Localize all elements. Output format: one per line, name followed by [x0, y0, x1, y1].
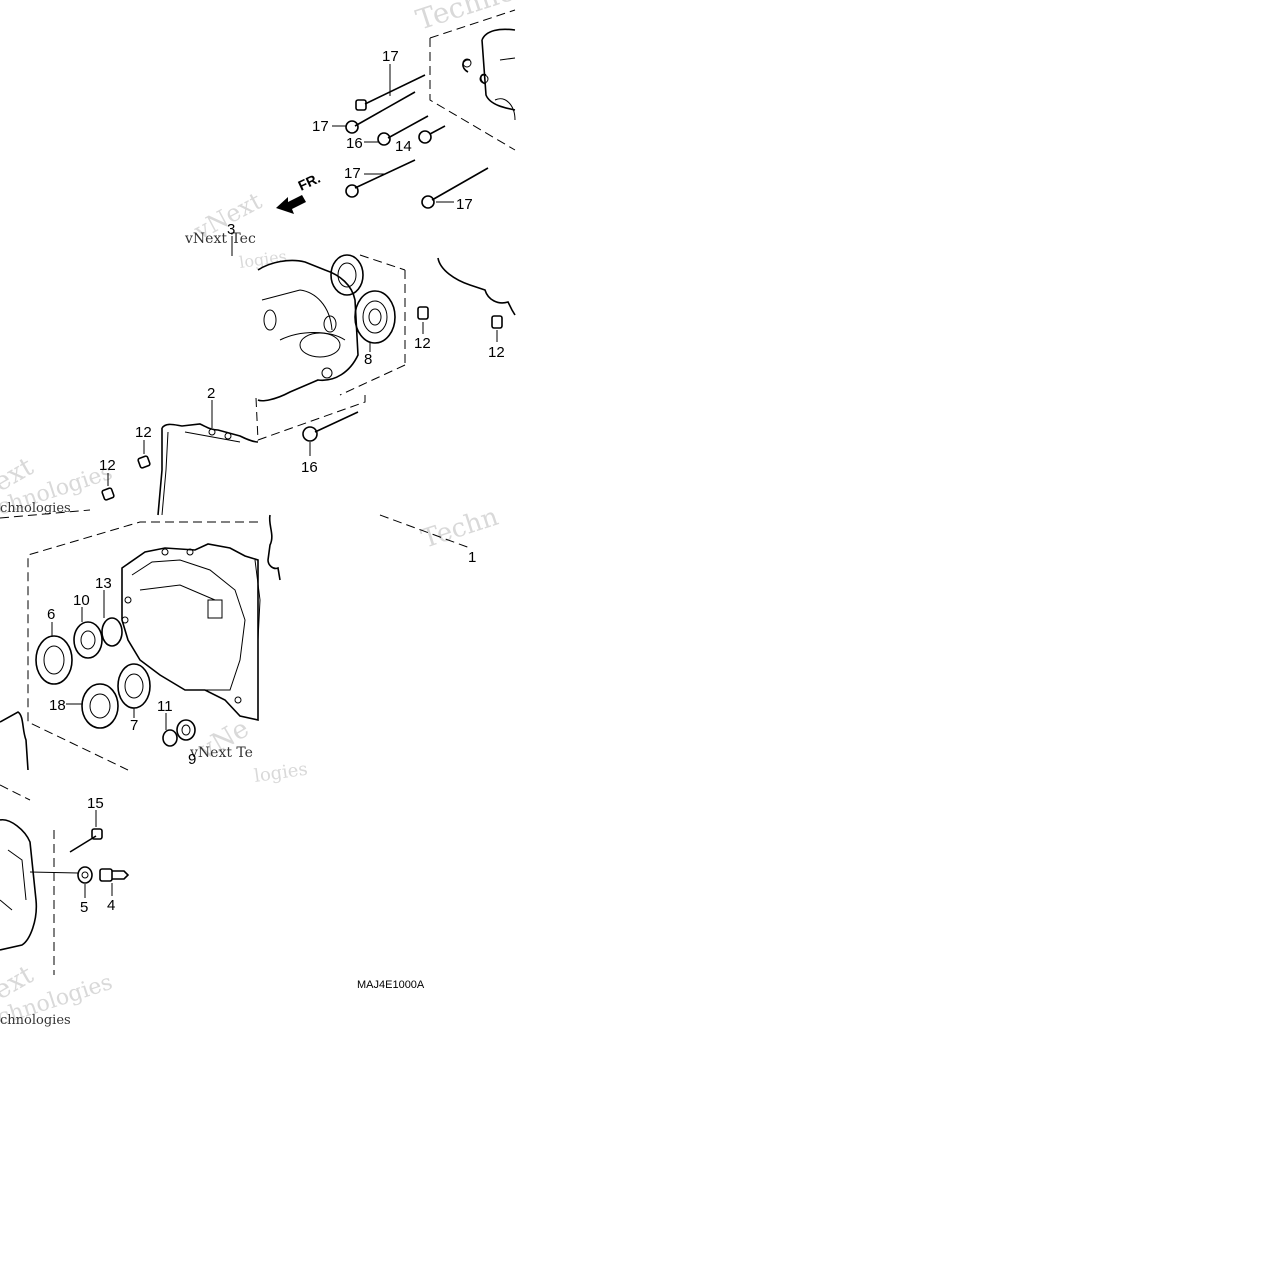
bearing-7 [117, 663, 151, 709]
sensor-4 [99, 868, 130, 882]
callout-15: 15 [87, 795, 104, 812]
bearing-8 [354, 290, 396, 344]
callout-11: 11 [157, 698, 173, 715]
callout-17-top: 17 [382, 48, 399, 65]
bearing-6 [35, 635, 73, 685]
bearing-15 [330, 254, 364, 296]
lower-case-group [0, 514, 471, 771]
gasket-2-group [0, 400, 259, 519]
bolt-17d [421, 167, 489, 209]
callout-8: 8 [364, 351, 372, 368]
watermark-text-dark-1: vNext Tec [184, 231, 256, 247]
callout-12-left-a: 12 [135, 424, 152, 441]
callout-9: 9 [188, 751, 196, 768]
bolt-17a [355, 74, 426, 111]
watermark-lower-2: logies [253, 759, 309, 787]
callout-18: 18 [49, 697, 66, 714]
callout-12-right-b: 12 [488, 344, 505, 361]
callout-16-top: 16 [346, 135, 363, 152]
bolt-17c [345, 159, 416, 198]
callout-10: 10 [73, 592, 90, 609]
figure-code: MAJ4E1000A [357, 979, 425, 991]
front-arrow-icon [276, 195, 306, 214]
watermarks: Technol vNext logies ext chnologies Tech… [0, 0, 527, 1031]
callout-17-right: 17 [456, 196, 473, 213]
bearing-10 [73, 621, 103, 659]
bolt-15 [69, 828, 103, 853]
callout-12-right-a: 12 [414, 335, 431, 352]
bearing-18 [81, 683, 119, 729]
callout-13: 13 [95, 575, 112, 592]
dowel-pin-12d [101, 487, 115, 501]
callout-5: 5 [80, 899, 88, 916]
dowel-pin-12c [137, 455, 151, 469]
dowel-pin-12a [417, 306, 429, 320]
bolt-14 [418, 125, 446, 144]
collar-9 [176, 719, 196, 741]
watermark-mid-left-2: logies [238, 246, 288, 271]
callout-17-lower: 17 [344, 165, 361, 182]
callout-6: 6 [47, 606, 55, 623]
callout-14: 14 [395, 138, 412, 155]
callout-3: 3 [227, 221, 235, 238]
bottom-group [0, 784, 130, 975]
callout-16-mid: 16 [301, 459, 318, 476]
bolt-17b [345, 91, 416, 134]
watermark-top: Technol [412, 0, 527, 37]
callout-4: 4 [107, 897, 115, 914]
callout-17-left: 17 [312, 118, 329, 135]
callout-7: 7 [130, 717, 138, 734]
callout-12-left-b: 12 [99, 457, 116, 474]
front-direction-label: FR. [296, 170, 323, 194]
bolt-16a [377, 115, 429, 146]
top-cover-group [276, 9, 516, 214]
washer-5 [77, 866, 93, 884]
watermark-text-dark-4: chnologies [0, 1013, 71, 1028]
seal-11 [162, 729, 178, 747]
dowel-pin-12b [491, 315, 503, 329]
watermark-text-dark-2: vNext Te [189, 745, 253, 761]
mid-cover-group [231, 236, 516, 456]
watermark-right: Techn [418, 502, 502, 555]
callout-2: 2 [207, 385, 215, 402]
callout-1: 1 [468, 549, 476, 566]
watermark-text-dark-3: chnologies [0, 501, 71, 516]
bolt-16b [302, 411, 359, 442]
circlip-13 [101, 617, 123, 647]
